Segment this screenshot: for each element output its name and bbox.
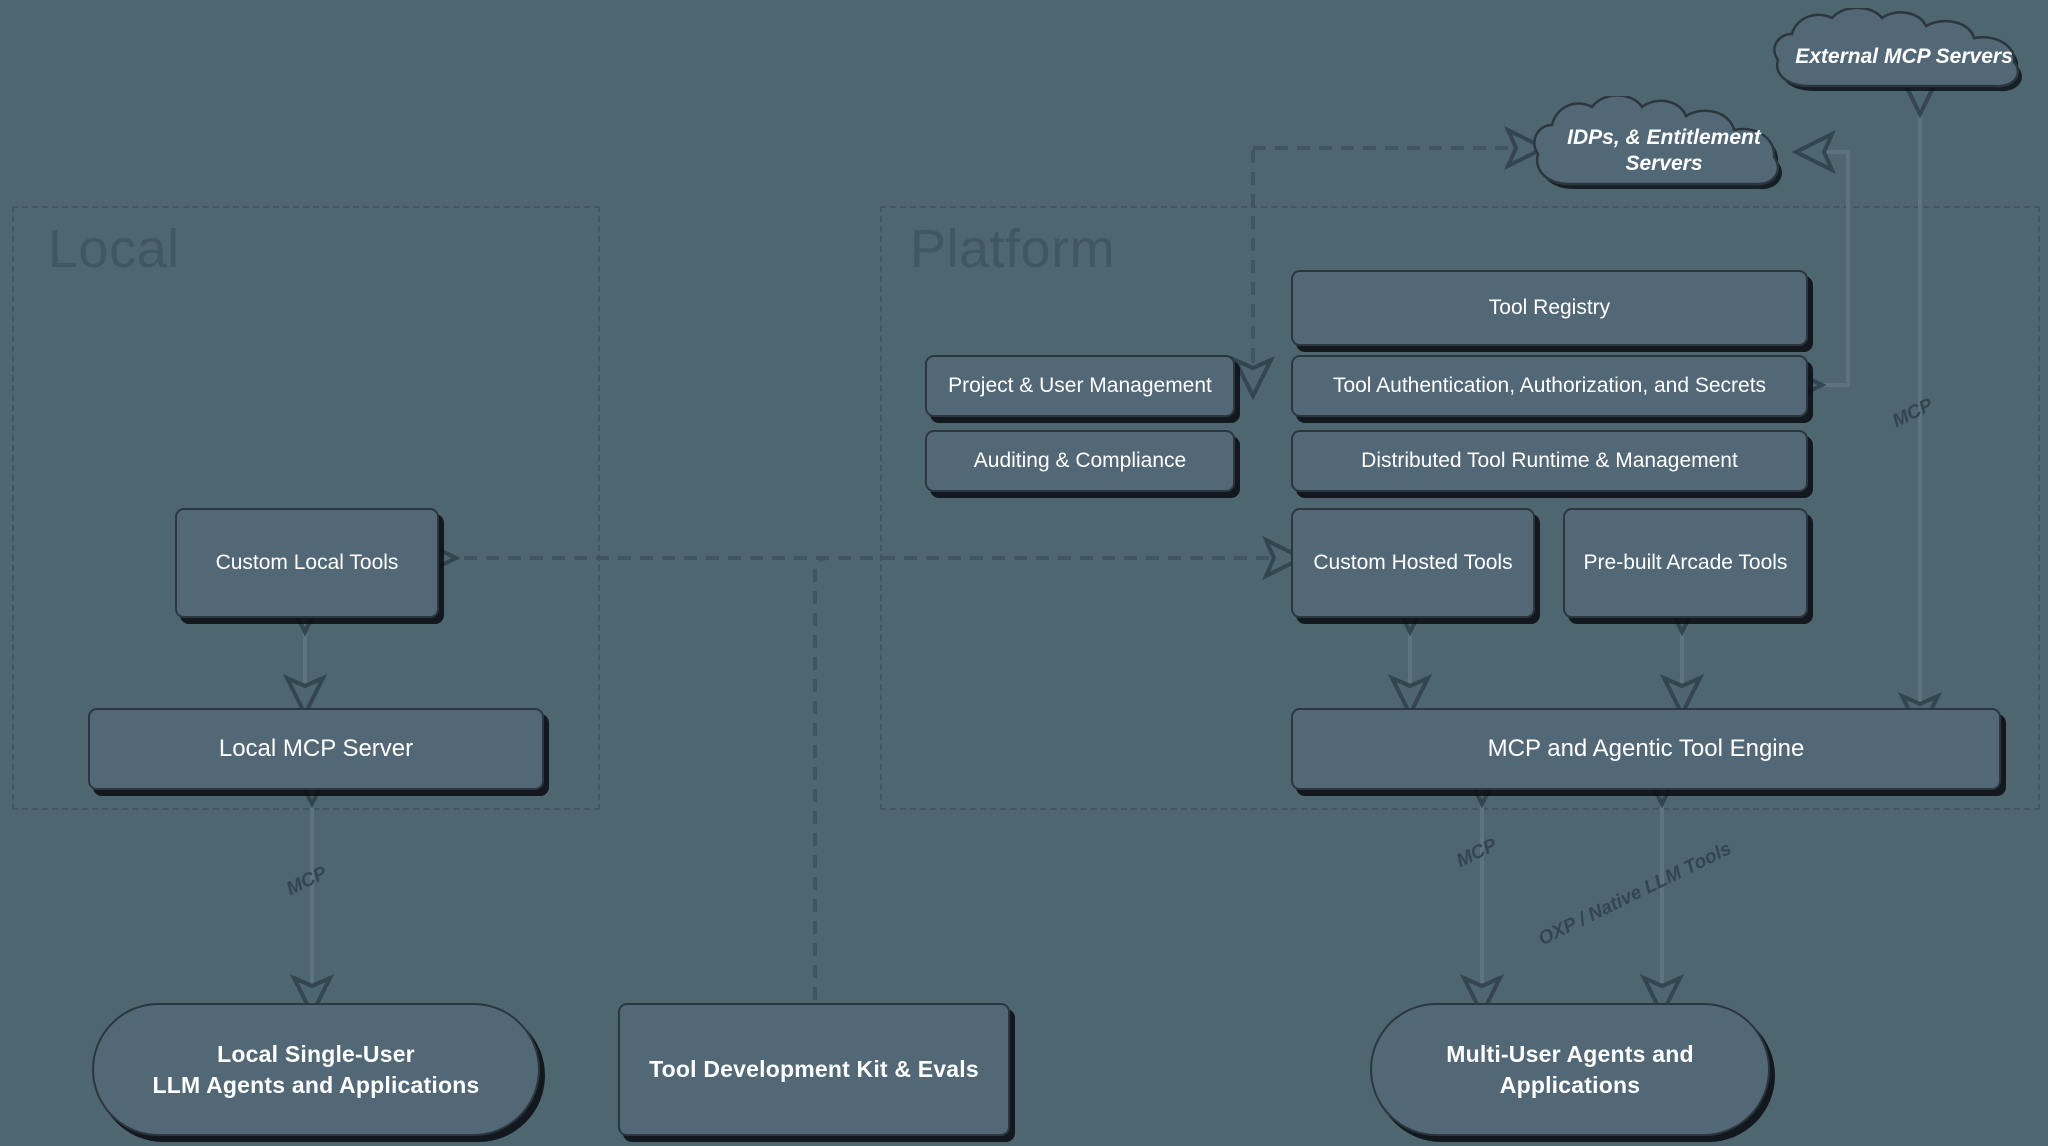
- node-label: Pre-built Arcade Tools: [1583, 551, 1788, 575]
- node-project-user-management[interactable]: Project & User Management: [925, 355, 1235, 417]
- node-multi-user-agents[interactable]: Multi-User Agents and Applications: [1370, 1003, 1770, 1136]
- cloud-shape-icon: [1533, 96, 1782, 190]
- node-label: Auditing & Compliance: [973, 449, 1187, 473]
- node-label: Tool Authentication, Authorization, and …: [1332, 374, 1767, 398]
- node-label: Distributed Tool Runtime & Management: [1361, 449, 1738, 473]
- edge-label-local-mcp: MCP: [283, 862, 331, 900]
- node-tool-development-kit[interactable]: Tool Development Kit & Evals: [618, 1003, 1010, 1136]
- node-label: Tool Registry: [1488, 296, 1611, 320]
- node-label: Custom Local Tools: [215, 551, 399, 575]
- node-label: Local MCP Server: [218, 735, 414, 763]
- node-label-line-2: LLM Agents and Applications: [152, 1071, 480, 1098]
- cloud-label: External MCP Servers: [1795, 44, 2013, 68]
- node-tool-authentication[interactable]: Tool Authentication, Authorization, and …: [1291, 355, 1808, 417]
- node-mcp-agentic-tool-engine[interactable]: MCP and Agentic Tool Engine: [1291, 708, 2001, 790]
- cloud-external-mcp-servers[interactable]: External MCP Servers: [1768, 8, 2040, 106]
- cloud-shape-icon: [1773, 8, 2022, 92]
- node-distributed-tool-runtime[interactable]: Distributed Tool Runtime & Management: [1291, 430, 1808, 492]
- group-label-platform: Platform: [910, 219, 1116, 279]
- node-label: Project & User Management: [948, 374, 1212, 398]
- group-label-local: Local: [48, 219, 180, 279]
- node-custom-local-tools[interactable]: Custom Local Tools: [175, 508, 439, 618]
- node-auditing-compliance[interactable]: Auditing & Compliance: [925, 430, 1235, 492]
- node-custom-hosted-tools[interactable]: Custom Hosted Tools: [1291, 508, 1535, 618]
- cloud-idps-entitlement-servers[interactable]: IDPs, & Entitlement Servers: [1528, 96, 1800, 206]
- cloud-label: IDPs, & Entitlement Servers: [1567, 125, 1761, 175]
- node-prebuilt-arcade-tools[interactable]: Pre-built Arcade Tools: [1563, 508, 1808, 618]
- node-label-line-2: Applications: [1499, 1071, 1641, 1098]
- edge-label-oxp-native-llm-tools: OXP / Native LLM Tools: [1535, 838, 1735, 950]
- node-tool-registry[interactable]: Tool Registry: [1291, 270, 1808, 346]
- node-local-agents[interactable]: Local Single-User LLM Agents and Applica…: [92, 1003, 540, 1136]
- edge-label-platform-mcp: MCP: [1453, 834, 1501, 872]
- node-label-line-1: Local Single-User: [217, 1041, 415, 1068]
- node-label: Tool Development Kit & Evals: [649, 1056, 979, 1083]
- node-label: MCP and Agentic Tool Engine: [1487, 735, 1805, 763]
- node-label: Custom Hosted Tools: [1313, 551, 1513, 575]
- node-local-mcp-server[interactable]: Local MCP Server: [88, 708, 544, 790]
- node-label-line-1: Multi-User Agents and: [1446, 1041, 1694, 1068]
